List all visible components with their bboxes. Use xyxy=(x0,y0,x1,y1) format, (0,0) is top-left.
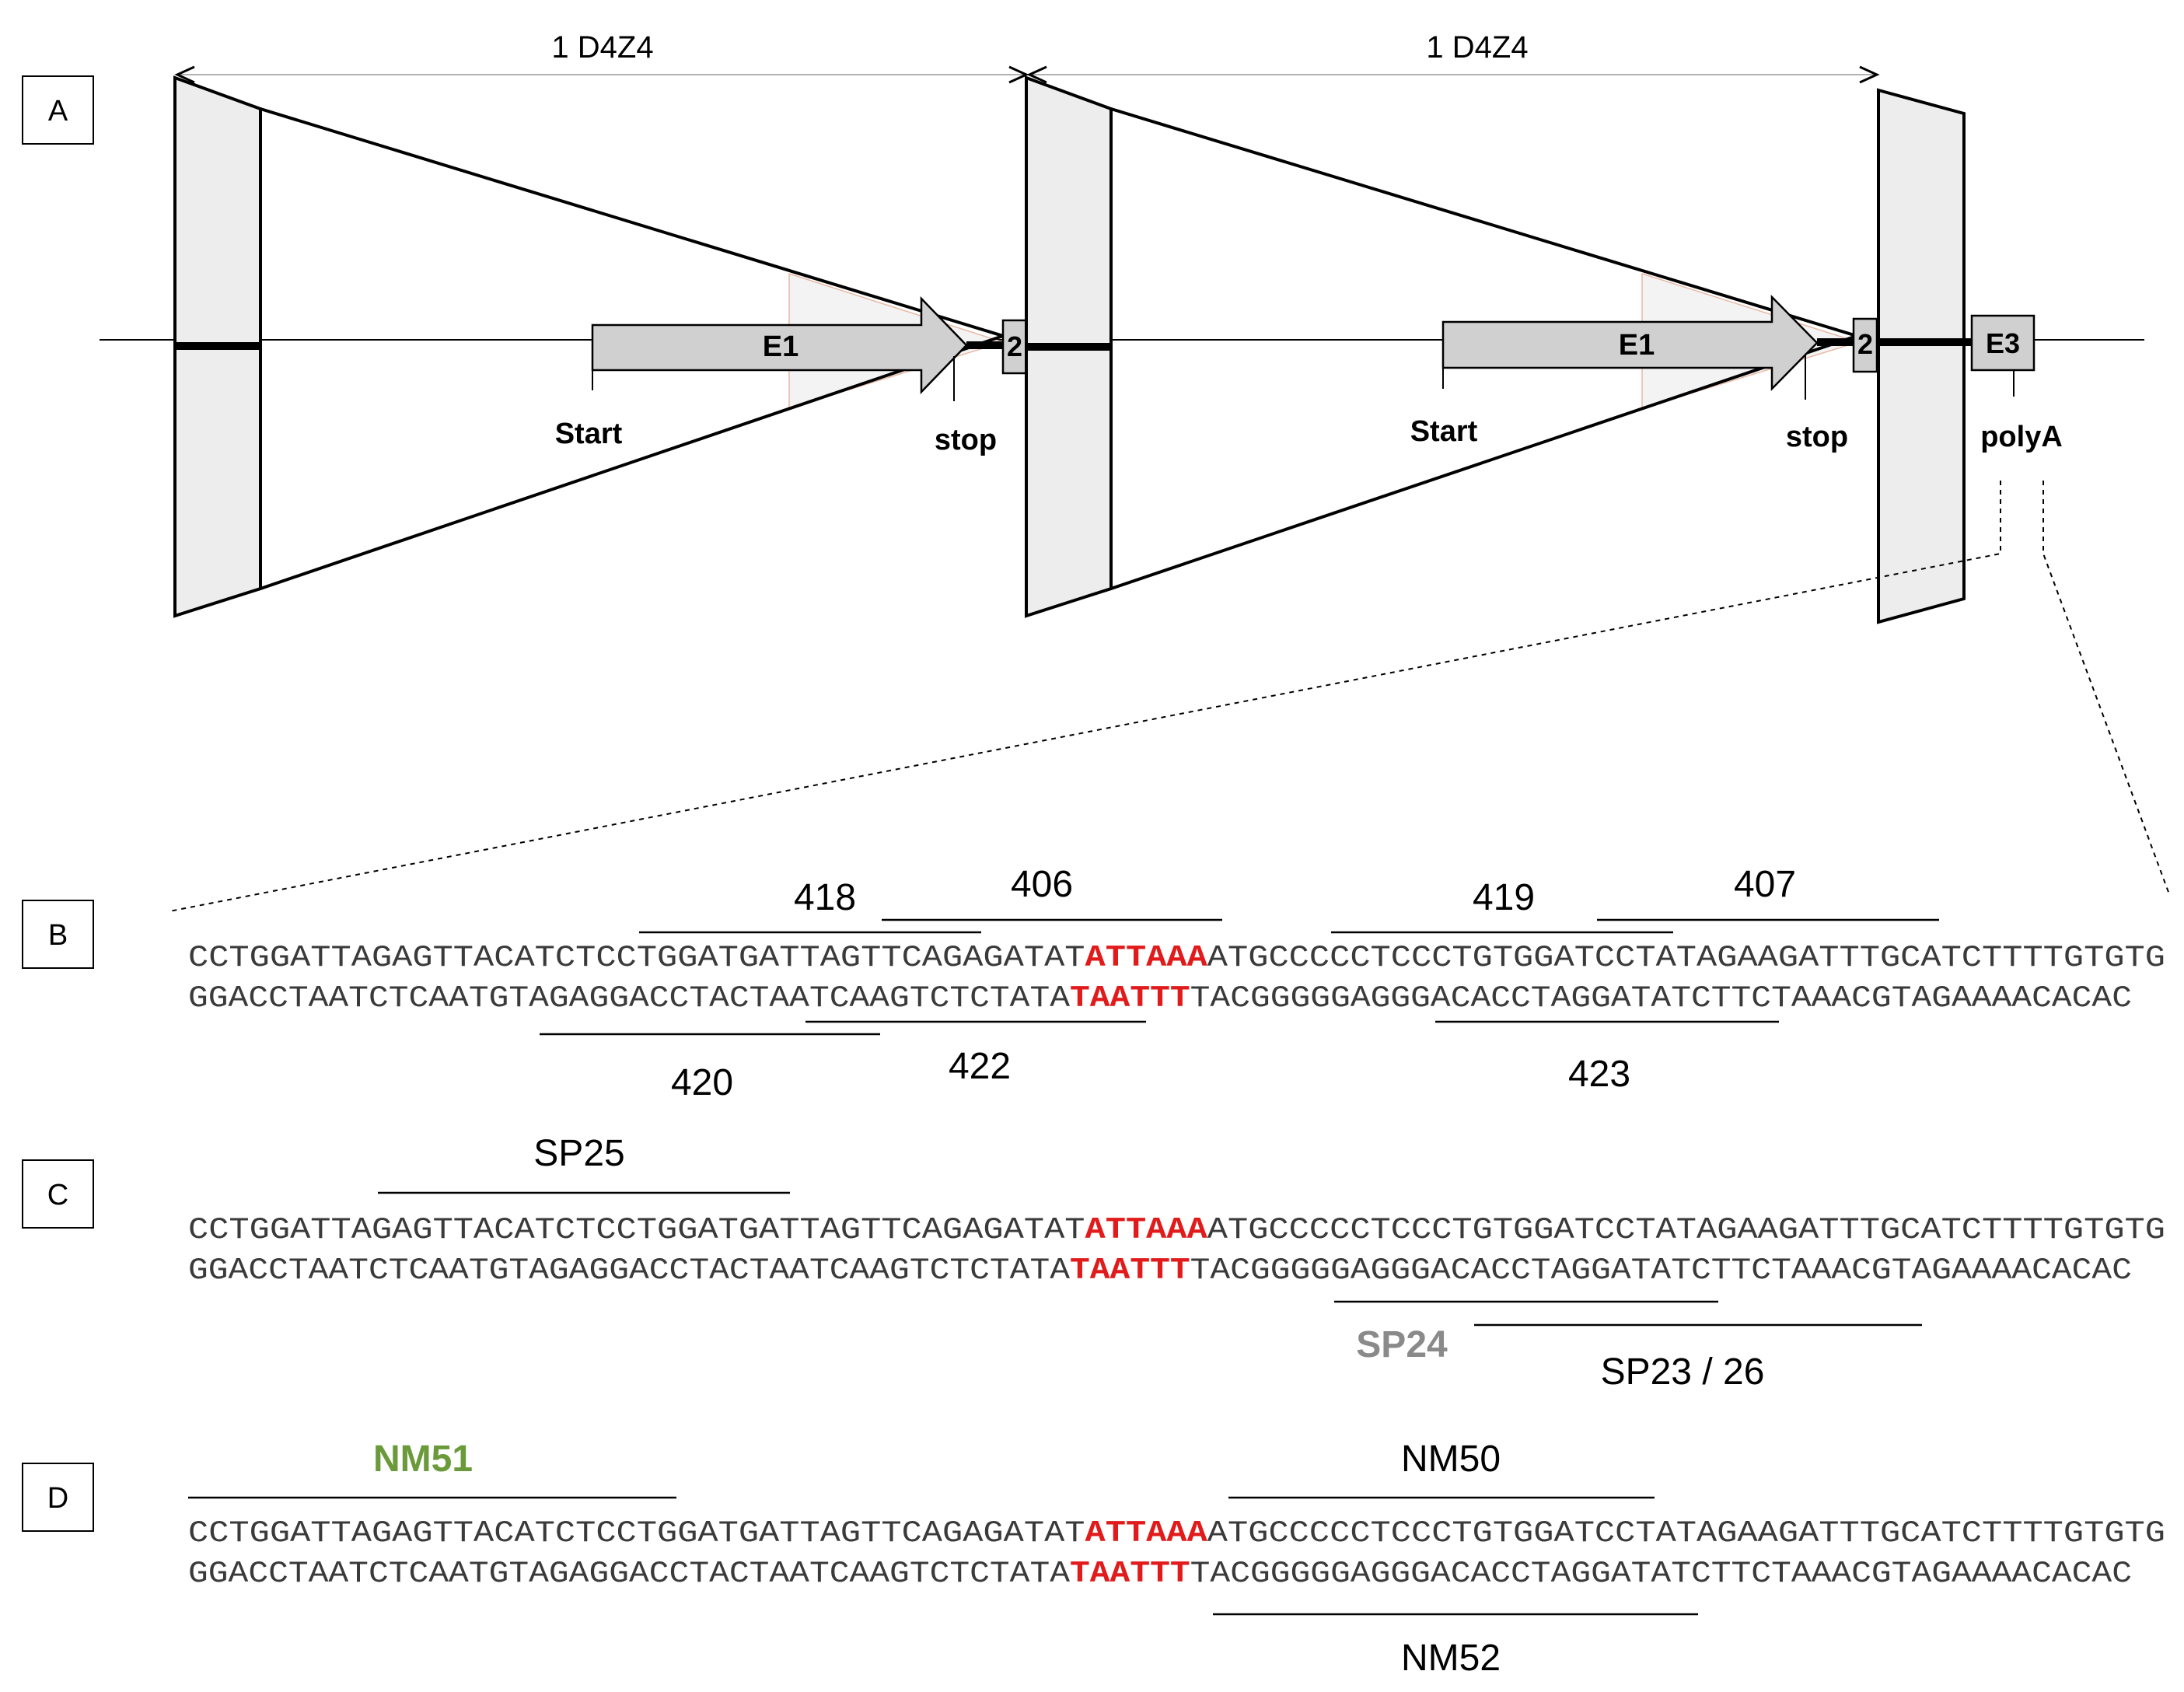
panel-b: B CCTGGATTAGAGTTACATCTCCTGGATGATTAGTTCAG… xyxy=(22,864,2165,1103)
start-label-2: Start xyxy=(1410,415,1478,448)
exon1-label-2: E1 xyxy=(1619,329,1655,362)
probe-sp24-label: SP24 xyxy=(1356,1324,1448,1365)
panel-d-sequence-top: CCTGGATTAGAGTTACATCTCCTGGATGATTAGTTCAGAG… xyxy=(188,1516,2165,1550)
probe-sp25-label: SP25 xyxy=(533,1133,624,1174)
repeat2-label: 1 D4Z4 xyxy=(1426,30,1528,65)
panel-d: D CCTGGATTAGAGTTACATCTCCTGGATGATTAGTTCAG… xyxy=(22,1439,2165,1679)
repeat1-left-arrowhead xyxy=(174,65,195,84)
zoom-line-left xyxy=(169,481,2001,912)
repeat1-right-arrowhead xyxy=(1008,65,1029,84)
probe-nm50-label: NM50 xyxy=(1401,1439,1501,1480)
panel-d-label: D xyxy=(47,1482,68,1515)
exon3-label: E3 xyxy=(1986,327,2020,359)
panel-b-sequence-bottom: GGACCTAATCTCAATGTAGAGGACCTACTAATCAAGTCTC… xyxy=(188,981,2132,1016)
exon2-label-2: 2 xyxy=(1857,328,1873,360)
probe-423-label: 423 xyxy=(1568,1054,1630,1095)
probe-sp23-26-label: SP23 / 26 xyxy=(1601,1351,1765,1393)
stop-label-2: stop xyxy=(1786,421,1848,453)
panel-b-sequence-top: CCTGGATTAGAGTTACATCTCCTGGATGATTAGTTCAGAG… xyxy=(188,941,2165,975)
panel-c-box xyxy=(22,1159,94,1229)
exon3-box xyxy=(1970,314,2035,372)
exon2-box-2 xyxy=(1852,317,1878,373)
panel-b-box xyxy=(22,900,94,969)
repeat2-right-arrowhead xyxy=(1859,65,1880,84)
repeat2-left-arrowhead xyxy=(1026,65,1047,84)
d4z4-box-partial xyxy=(1877,88,1966,624)
polya-label: polyA xyxy=(1980,421,2063,453)
start-label-1: Start xyxy=(555,418,623,450)
probe-nm51-label: NM51 xyxy=(373,1439,473,1480)
exon2-label-1: 2 xyxy=(1007,330,1022,362)
panel-a: A 1 D4Z4 1 D4Z4 E1 E1 2 2 xyxy=(22,30,2170,912)
panel-c: C CCTGGATTAGAGTTACATCTCCTGGATGATTAGTTCAG… xyxy=(22,1133,2165,1393)
exon1-label-1: E1 xyxy=(763,330,798,363)
probe-418-label: 418 xyxy=(794,877,856,918)
probe-406-label: 406 xyxy=(1011,864,1073,905)
stop-label-1: stop xyxy=(935,424,997,456)
zoom-line-right xyxy=(2042,481,2170,895)
probe-407-label: 407 xyxy=(1734,864,1796,905)
probe-419-label: 419 xyxy=(1473,877,1535,918)
exon1-arrow-2 xyxy=(1441,294,1819,392)
probe-420-label: 420 xyxy=(671,1062,733,1103)
panel-b-label: B xyxy=(48,919,68,952)
panel-a-box xyxy=(22,75,94,145)
exon2-box-1 xyxy=(1001,319,1028,375)
panel-c-label: C xyxy=(47,1179,68,1211)
probe-nm52-label: NM52 xyxy=(1401,1638,1501,1679)
probe-422-label: 422 xyxy=(949,1046,1011,1087)
panel-d-sequence-bottom: GGACCTAATCTCAATGTAGAGGACCTACTAATCAAGTCTC… xyxy=(188,1557,2132,1591)
panel-c-sequence-bottom: GGACCTAATCTCAATGTAGAGGACCTACTAATCAAGTCTC… xyxy=(188,1253,2132,1288)
exon1-arrow-1 xyxy=(591,295,968,395)
panel-c-sequence-top: CCTGGATTAGAGTTACATCTCCTGGATGATTAGTTCAGAG… xyxy=(188,1213,2165,1247)
panel-d-box xyxy=(22,1463,94,1532)
panel-a-label: A xyxy=(48,95,68,128)
repeat1-label: 1 D4Z4 xyxy=(551,30,653,65)
